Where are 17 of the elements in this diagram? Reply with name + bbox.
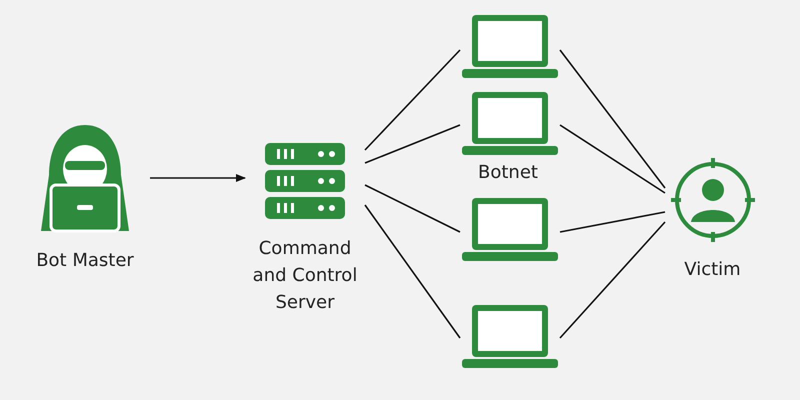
laptop-icon — [462, 92, 558, 156]
node-label: Victim — [684, 258, 741, 282]
node-label: Command and Control Server — [252, 237, 358, 315]
laptop-icon — [462, 198, 558, 262]
connector-line — [364, 124, 460, 164]
connector-line — [364, 49, 461, 151]
group-label: Botnet — [478, 162, 538, 183]
connector-line — [364, 184, 460, 233]
laptop-icon — [462, 305, 558, 369]
arrow — [150, 174, 246, 182]
connector-line — [559, 221, 666, 339]
connector-line — [559, 50, 666, 188]
connector-line — [560, 211, 666, 233]
connector-line — [364, 204, 461, 338]
connector-line — [560, 124, 666, 194]
laptop-icon — [462, 15, 558, 79]
node-label: Bot Master — [36, 249, 134, 273]
